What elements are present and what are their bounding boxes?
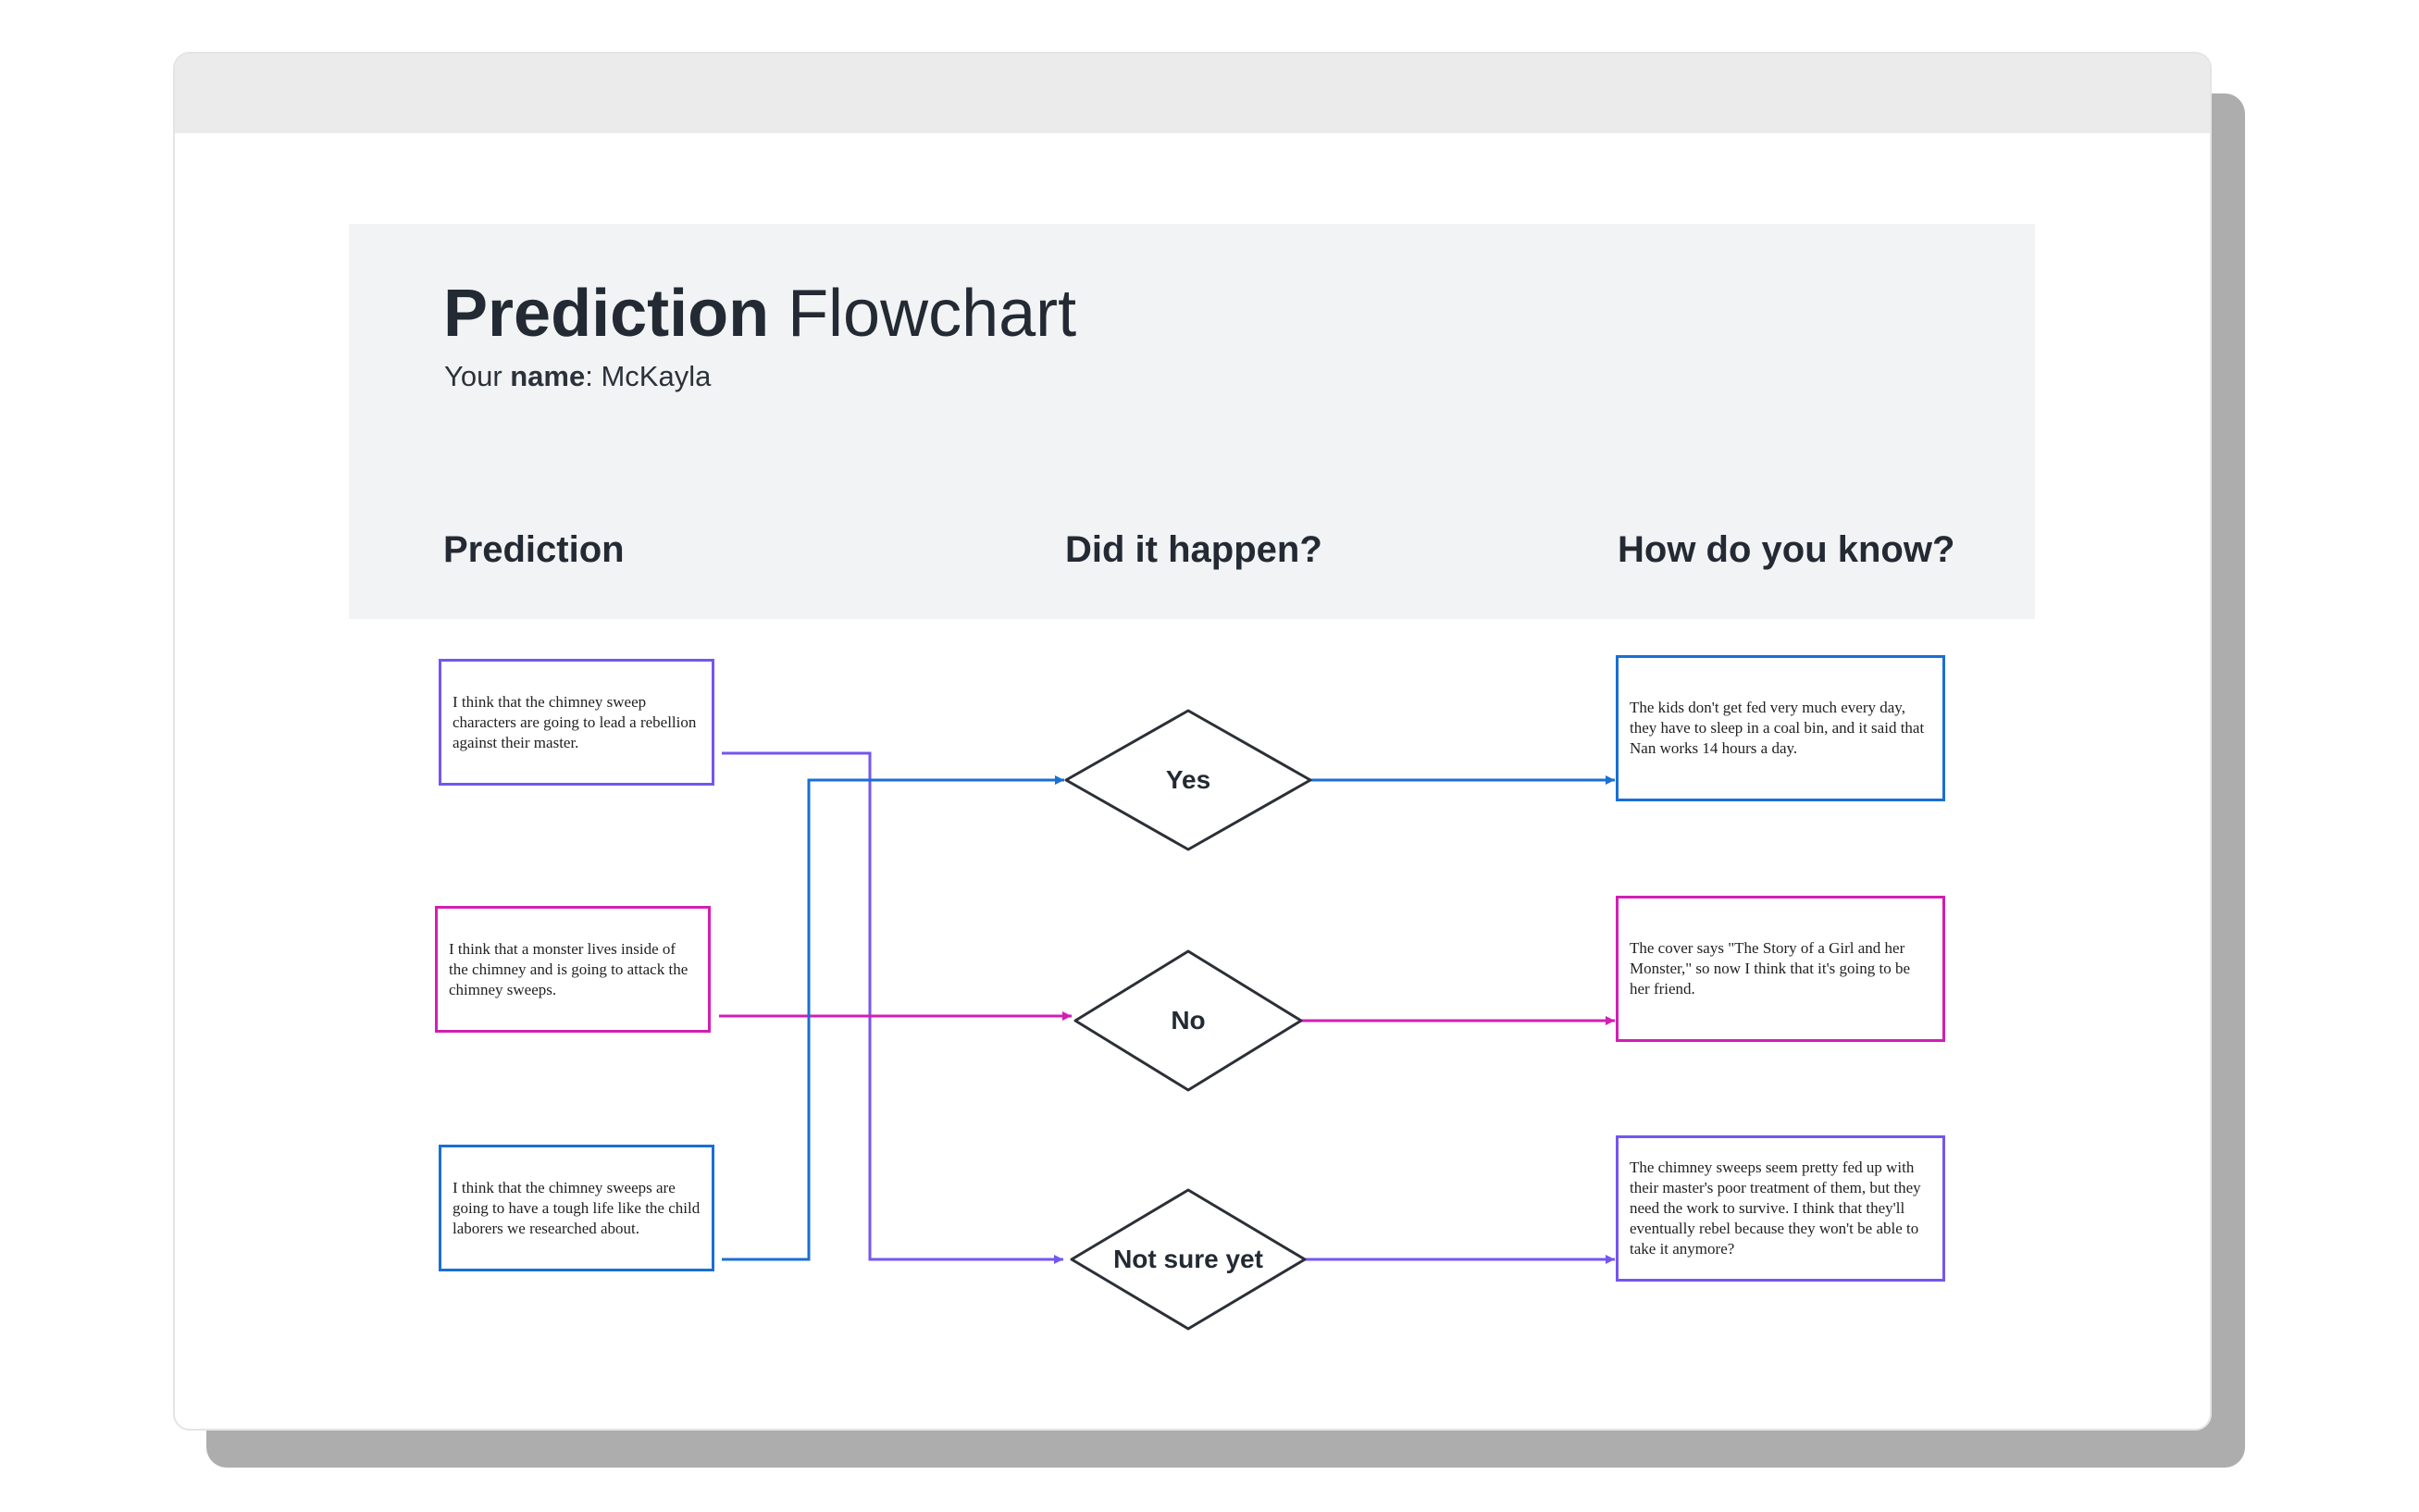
name-value: : McKayla xyxy=(585,360,712,392)
evidence-text-1: The kids don't get fed very much every d… xyxy=(1630,699,1925,757)
connectors xyxy=(719,709,1615,1331)
app-window: Prediction Flowchart Your name: McKayla … xyxy=(173,52,2212,1431)
student-name: Your name: McKayla xyxy=(444,362,711,390)
decision-label-no: No xyxy=(1171,1006,1206,1035)
evidence-text-3: The chimney sweeps seem pretty fed up wi… xyxy=(1630,1159,1921,1258)
window-titlebar[interactable] xyxy=(175,54,2210,133)
column-heading-happened: Did it happen? xyxy=(1065,529,1322,570)
decision-diamond-yes[interactable] xyxy=(1064,709,1312,851)
decision-diamond-not-sure[interactable] xyxy=(1070,1188,1307,1331)
prediction-box-3[interactable]: I think that the chimney sweeps are goin… xyxy=(439,1145,714,1271)
header-panel xyxy=(349,224,2035,619)
evidence-box-2[interactable]: The cover says "The Story of a Girl and … xyxy=(1616,896,1945,1042)
connector-prediction-1-to-not-sure xyxy=(722,751,1063,1264)
title-rest: Flowchart xyxy=(769,277,1077,351)
decision-diamond-no[interactable] xyxy=(1073,949,1303,1092)
page-title: Prediction Flowchart xyxy=(443,280,1076,347)
name-label: name xyxy=(510,360,586,392)
name-prefix: Your xyxy=(444,360,511,392)
decision-label-not-sure: Not sure yet xyxy=(1113,1245,1263,1273)
prediction-box-2[interactable]: I think that a monster lives inside of t… xyxy=(435,906,711,1033)
prediction-text-3: I think that the chimney sweeps are goin… xyxy=(453,1178,701,1237)
prediction-text-1: I think that the chimney sweep character… xyxy=(453,692,697,751)
decision-label-yes: Yes xyxy=(1165,765,1211,794)
prediction-box-1[interactable]: I think that the chimney sweep character… xyxy=(439,659,714,786)
evidence-box-3[interactable]: The chimney sweeps seem pretty fed up wi… xyxy=(1616,1135,1945,1282)
title-bold: Prediction xyxy=(443,277,770,351)
evidence-box-1[interactable]: The kids don't get fed very much every d… xyxy=(1616,655,1945,801)
evidence-text-2: The cover says "The Story of a Girl and … xyxy=(1630,939,1911,998)
connector-prediction-3-to-yes xyxy=(722,775,1064,1261)
column-heading-prediction: Prediction xyxy=(443,529,625,570)
prediction-text-2: I think that a monster lives inside of t… xyxy=(449,939,688,998)
diagram-canvas: Prediction Flowchart Your name: McKayla … xyxy=(175,54,2210,1429)
column-heading-how-know: How do you know? xyxy=(1618,529,1955,570)
